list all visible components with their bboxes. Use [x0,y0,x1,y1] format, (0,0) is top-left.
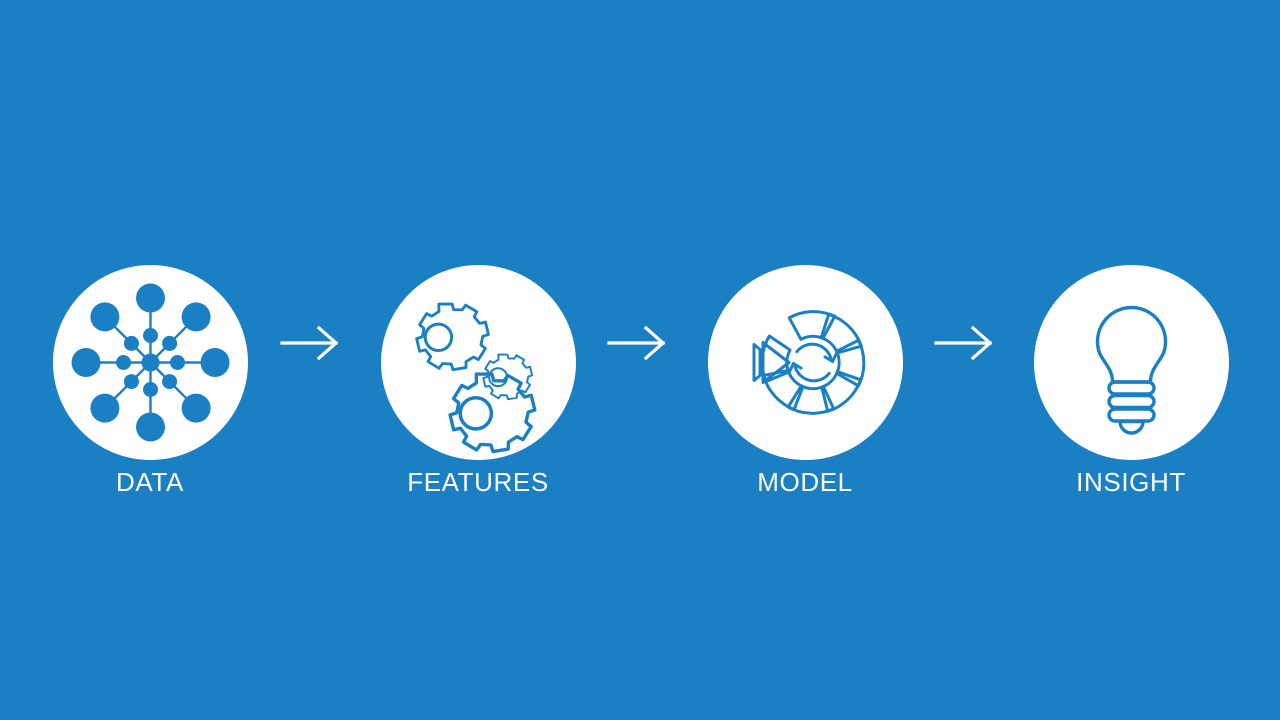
network-nodes-icon [71,283,229,442]
connector-arrow-3 [934,323,996,363]
connector-arrow-2 [607,323,669,363]
step-icon-disc [380,265,576,460]
step-label-data: DATA [116,467,184,497]
process-flow-diagram: DATA [0,240,1280,505]
arrow-right-icon [607,325,666,361]
process-step-insight[interactable]: INSIGHT [1016,240,1246,505]
model-wheel-icon [752,310,865,415]
arrow-right-icon [934,325,993,361]
process-step-data[interactable]: DATA [35,240,265,505]
lightbulb-icon [1095,305,1167,435]
gears-icon [414,302,537,454]
step-label-features: FEATURES [407,467,549,497]
arrow-right-icon [280,325,339,361]
step-icon-disc [707,265,903,460]
step-label-insight: INSIGHT [1076,467,1186,497]
step-icon-disc [1033,265,1229,460]
step-icon-disc [52,265,248,460]
process-step-model[interactable]: MODEL [690,240,920,505]
step-label-model: MODEL [757,467,853,497]
process-step-features[interactable]: FEATURES [363,240,593,505]
connector-arrow-1 [280,323,342,363]
